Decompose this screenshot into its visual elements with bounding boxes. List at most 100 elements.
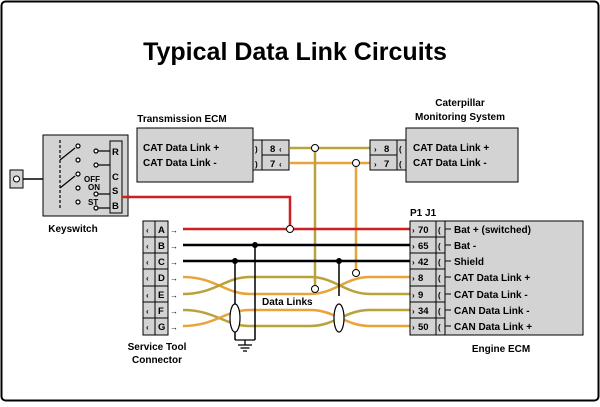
shield-loop-1: [229, 303, 241, 333]
service-tool-pin-arrow-right: →: [170, 274, 178, 283]
wire-d-8: [182, 275, 412, 296]
engine-ecm-pin-arrow: ›: [412, 307, 415, 316]
keyswitch-terminal-box: [109, 140, 123, 214]
keyswitch-pos-on: ON: [88, 183, 100, 192]
engine-ecm-pin-arrow: ›: [412, 323, 415, 332]
cms-inner-2: (: [399, 160, 402, 169]
keyswitch-pos-st: ST: [88, 198, 98, 207]
service-tool-pin-d: D: [158, 273, 165, 284]
transmission-ecm-line-2: CAT Data Link -: [143, 158, 217, 169]
engine-ecm-header: P1 J1: [410, 208, 437, 219]
service-tool-pin-arrow-right: →: [170, 258, 178, 267]
transmission-ecm-arrow-2: ‹: [279, 160, 282, 169]
cms-line-2: CAT Data Link -: [413, 158, 487, 169]
engine-ecm-pin-contact: (: [438, 307, 441, 316]
engine-ecm-pin-50: 50: [418, 322, 429, 333]
splice-red: [286, 225, 294, 233]
cms-arrow-1: ›: [374, 145, 377, 154]
cms-pin-8: 8: [384, 144, 389, 155]
service-tool-pin-arrow: ‹: [146, 274, 149, 283]
keyswitch-terminal-s: S: [112, 186, 118, 197]
transmission-ecm-pin-7: 7: [270, 159, 275, 170]
keyswitch-terminal-c: C: [112, 172, 119, 183]
service-tool-connector: [142, 220, 169, 336]
service-tool-pin-arrow-right: →: [170, 226, 178, 235]
service-tool-pin-g: G: [158, 322, 165, 333]
engine-ecm-box: [444, 220, 584, 336]
service-tool-pin-a: A: [158, 225, 165, 236]
service-tool-pin-f: F: [158, 306, 164, 317]
cms-inner-1: (: [399, 145, 402, 154]
engine-ecm-pin-42: 42: [418, 257, 429, 268]
engine-ecm-pin-contact: (: [438, 226, 441, 235]
engine-ecm-pin-arrow: ›: [412, 226, 415, 235]
service-tool-pin-e: E: [158, 290, 164, 301]
keyswitch-terminal-b: B: [112, 201, 119, 212]
keyswitch-terminal-r: R: [112, 147, 119, 158]
wire-e-9: [182, 275, 412, 296]
transmission-ecm-inner-1: ): [255, 145, 258, 154]
service-tool-pin-c: C: [158, 257, 165, 268]
service-tool-pin-b: B: [158, 241, 165, 252]
transmission-ecm-inner-2: ): [255, 160, 258, 169]
keyswitch-key-icon: [9, 169, 43, 189]
engine-ecm-signal-4: CAT Data Link -: [454, 290, 528, 301]
engine-ecm-pin-arrow: ›: [412, 258, 415, 267]
transmission-ecm-line-1: CAT Data Link +: [143, 143, 219, 154]
keyswitch-label: Keyswitch: [48, 224, 97, 235]
engine-ecm-pin-65: 65: [418, 241, 429, 252]
diagram-title: Typical Data Link Circuits: [143, 38, 447, 66]
engine-ecm-signal-6: CAN Data Link +: [454, 322, 532, 333]
service-tool-pin-arrow: ‹: [146, 226, 149, 235]
engine-ecm-pin-arrow: ›: [412, 242, 415, 251]
engine-ecm-pin-8: 8: [418, 273, 423, 284]
service-tool-pin-arrow-right: →: [170, 242, 178, 251]
engine-ecm-pin-9: 9: [418, 290, 423, 301]
engine-ecm-pin-contact: (: [438, 291, 441, 300]
ground-icon: [238, 340, 252, 352]
cms-title-2: Monitoring System: [415, 112, 505, 123]
engine-ecm-signal-2: Shield: [454, 257, 484, 268]
transmission-ecm-title: Transmission ECM: [137, 114, 226, 125]
shield-loop-2: [333, 303, 345, 333]
service-tool-pin-arrow: ‹: [146, 323, 149, 332]
engine-ecm-connector: [409, 220, 446, 336]
engine-ecm-signal-5: CAN Data Link -: [454, 306, 530, 317]
service-tool-pin-arrow-right: →: [170, 307, 178, 316]
cms-title-1: Caterpillar: [435, 98, 485, 109]
service-tool-pin-arrow-right: →: [170, 291, 178, 300]
engine-ecm-pin-arrow: ›: [412, 274, 415, 283]
splice-orange-bottom: [352, 269, 360, 277]
service-tool-label-2: Connector: [132, 355, 182, 366]
service-tool-label-1: Service Tool: [128, 342, 187, 353]
cms-line-1: CAT Data Link +: [413, 143, 489, 154]
wire-g-50: [182, 308, 412, 328]
wire-bat-plus-switched: [128, 195, 292, 229]
engine-ecm-pin-34: 34: [418, 306, 429, 317]
engine-ecm-pin-contact: (: [438, 323, 441, 332]
cms-arrow-2: ›: [374, 160, 377, 169]
transmission-ecm-pin-8: 8: [270, 144, 275, 155]
service-tool-pin-arrow: ‹: [146, 258, 149, 267]
wire-f-34: [182, 308, 412, 328]
engine-ecm-label: Engine ECM: [472, 344, 530, 355]
data-links-label: Data Links: [262, 297, 313, 308]
engine-ecm-pin-contact: (: [438, 258, 441, 267]
splice-orange-top: [352, 159, 360, 167]
engine-ecm-pin-70: 70: [418, 225, 429, 236]
cms-pin-7: 7: [384, 159, 389, 170]
service-tool-pin-arrow-right: →: [170, 323, 178, 332]
splice-olive-bottom: [311, 285, 319, 293]
keyswitch-contacts-icon: [59, 140, 110, 211]
splice-olive-top: [311, 144, 319, 152]
service-tool-pin-arrow: ‹: [146, 307, 149, 316]
service-tool-pin-arrow: ‹: [146, 242, 149, 251]
engine-ecm-pin-contact: (: [438, 274, 441, 283]
keyswitch-pos-off: OFF: [84, 175, 100, 184]
engine-ecm-pin-arrow: ›: [412, 291, 415, 300]
transmission-ecm-box: [136, 127, 254, 183]
cms-box: [405, 127, 519, 183]
